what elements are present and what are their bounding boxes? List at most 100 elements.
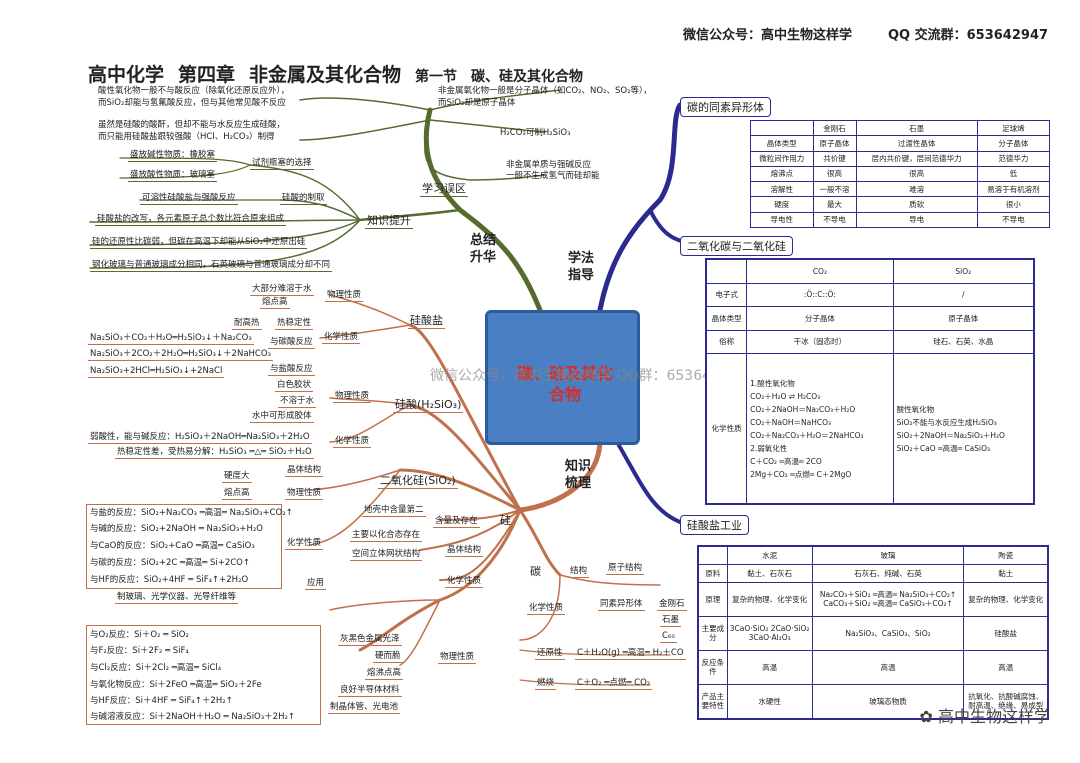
tisheng-4: 硅酸的制取	[280, 193, 327, 205]
table2-cell: 原子晶体	[892, 306, 1035, 331]
si-4: 与HF反应：Si＋4HF ═ SiF₄↑＋2H₂↑	[90, 696, 233, 706]
si-huaxue: 化学性质	[445, 576, 484, 588]
gsy-10: Na₂SiO₃+2HCl═H₂SiO₃↓+2NaCl	[88, 366, 225, 378]
table1-cell: 质软	[855, 196, 978, 213]
table1-cell: 低	[976, 165, 1051, 183]
table1-cell: 熔沸点	[750, 165, 814, 183]
c-tongsu: 同素异形体	[598, 599, 645, 611]
t2-sio2-line: SiO₂＋CaO ═高温═ CaSiO₃	[896, 443, 991, 453]
table1-cell: 难溶	[855, 181, 978, 198]
t2-co2-line: 1.酸性氧化物	[750, 378, 795, 388]
table3-cell: 3CaO·SiO₂ 2CaO·SiO₂ 3CaO·Al₂O₃	[726, 615, 813, 651]
watermark: 微信公众号：高中生物这样学 QQ群：653642947	[430, 368, 747, 384]
center-calendar-node: 碳、硅及其化合物	[485, 310, 640, 445]
si-zhuyao: 主要以化合态存在	[350, 530, 423, 542]
table1-head-0	[750, 119, 814, 137]
c-shimo: 石墨	[660, 615, 682, 627]
sio2-8: 与CaO的反应：SiO₂+CaO ═高温═ CaSiO₃	[90, 541, 255, 551]
t2-sio2-line: SiO₂不能与水反应生成H₂SiO₃	[896, 417, 997, 427]
table2-title: 二氧化碳与二氧化硅	[680, 236, 793, 256]
table2-cell: 电子式	[705, 282, 748, 307]
table1-head-3: 足球烯	[976, 119, 1051, 137]
table3-cell: 玻璃态物质	[811, 683, 965, 720]
sio2-9: 与碳的反应：SiO₂+2C ═高温═ Si+2CO↑	[90, 558, 250, 568]
table1-cell: 不导电	[812, 211, 857, 229]
t2-co2-line: CO₂＋Na₂CO₃＋H₂O＝2NaHCO₃	[750, 430, 864, 440]
si-6: 灰黑色金属光泽	[338, 634, 402, 646]
table3-cell: 黏土	[963, 563, 1048, 583]
c-ranshao: 燃烧	[535, 678, 557, 690]
table3-cell: 原料	[698, 563, 728, 583]
tisheng-5: 硅酸盐的改写，各元素原子总个数比符合原来组成	[95, 214, 287, 226]
table2-cell: 分子晶体	[746, 306, 894, 331]
wuqu-3: 而只能用硅酸盐跟较强酸（HCl、H₂CO₃）制得	[98, 132, 275, 142]
table2-cell: 干冰（固态时）	[746, 329, 894, 354]
wuqu-0: 酸性氧化物一般不与酸反应（除氧化还原反应外），	[98, 86, 290, 96]
node-tan: 碳	[530, 565, 541, 578]
table-row: 俗称干冰（固态时）硅石、石英、水晶	[705, 329, 1035, 354]
node-guisuanyan: 硅酸盐	[408, 314, 445, 329]
table3-cell: 高温	[726, 649, 813, 685]
t2-co2-line: 2.弱氧化性	[750, 443, 788, 453]
header-wechat: 微信公众号：高中生物这样学	[683, 28, 853, 43]
table3-cell: 产品主要特性	[698, 683, 728, 720]
table2-cell: 俗称	[705, 329, 748, 354]
gsy-3: 耐高热	[232, 318, 262, 330]
node-guisuan: 硅酸(H₂SiO₃)	[393, 398, 464, 413]
si-10: 制晶体管、光电池	[328, 702, 401, 714]
table1-cell: 溶解性	[750, 181, 814, 198]
t2-sio2-line: SiO₂＋2NaOH＝Na₂SiO₃＋H₂O	[896, 430, 1005, 440]
table3-cell: 黏土、石灰石	[726, 563, 813, 583]
gs-1: 不溶于水	[278, 396, 317, 408]
wuqu-5: 而SiO₂却是原子晶体	[438, 98, 516, 108]
sio2-1: 硬度大	[222, 471, 252, 483]
si-2: 与Cl₂反应：Si＋2Cl₂ ═高温═ SiCl₄	[90, 663, 222, 673]
table-row: 硬度最大质软很小	[750, 196, 1051, 213]
table-row: 产品主要特性水硬性玻璃态物质抗氧化、抗酸碱腐蚀、耐高温、绝缘、易成型	[698, 683, 1048, 720]
table2-head-1: CO₂	[746, 259, 894, 284]
table1-cell: 原子晶体	[812, 135, 857, 152]
gsy-0: 大部分难溶于水	[250, 284, 314, 296]
table2-head-0	[705, 259, 748, 284]
si-hanliang: 含量及存在	[433, 516, 480, 528]
gsy-9: Na₂SiO₃＋2CO₂＋2H₂O═H₂SiO₃↓＋2NaHCO₃	[88, 349, 273, 361]
wuqu-2: 虽然是硅酸的酸酐，但却不能与水反应生成硅酸，	[98, 120, 286, 130]
c-jingangshi: 金刚石	[657, 599, 687, 611]
table3-head-0	[698, 546, 728, 565]
tisheng-3: 可溶性硅酸盐与强酸反应	[140, 193, 238, 205]
table3-cell: Na₂SiO₃、CaSiO₃、SiO₂	[811, 615, 965, 651]
table1-cell: 很小	[976, 196, 1051, 213]
gs-3: 物理性质	[333, 391, 372, 403]
wuqu-1: 而SiO₂却能与氢氟酸反应，但与其他常见酸不反应	[98, 98, 286, 108]
table1-cell: 易溶于有机溶剂	[976, 181, 1051, 198]
table1-cell: 导电	[855, 211, 978, 229]
table1-cell: 很高	[855, 165, 978, 183]
sio2-4: 化学性质	[285, 538, 324, 550]
table3-cell: 水硬性	[726, 683, 813, 720]
table1-cell: 共价键	[812, 150, 857, 167]
gsy-6: 与盐酸反应	[268, 364, 315, 376]
wuqu-7: 非金属单质与强碱反应	[506, 160, 592, 170]
table1-cell: 很高	[812, 165, 857, 183]
c-eq-ranshao: C＋O₂ ═点燃═ CO₂	[575, 678, 653, 690]
page-title: 高中化学第四章非金属及其化合物第一节碳、硅及其化合物	[88, 64, 584, 86]
t2-chem-label: 化学性质	[705, 353, 748, 504]
sio2-eq-box: 与盐的反应：SiO₂+Na₂CO₃ ═高温═ Na₂SiO₃+CO₂↑ 与碱的反…	[86, 504, 293, 589]
si-jingti: 晶体结构	[445, 545, 484, 557]
node-eryang: 二氧化硅(SiO₂)	[378, 474, 458, 489]
table1-cell: 微粒间作用力	[750, 150, 814, 167]
table2-cell: /	[892, 282, 1035, 307]
table1-cell: 一般不溶	[812, 181, 857, 198]
sio2-11: 制玻璃、光学仪器、光导纤维等	[115, 592, 239, 604]
tisheng-7: 钢化玻璃与普通玻璃成分相同，石英玻璃与普通玻璃成分却不同	[90, 260, 333, 272]
sio2-0: 晶体结构	[285, 465, 324, 477]
table3-cell: 石灰石、纯碱、石英	[811, 563, 965, 583]
header-qq: QQ 交流群：653642947	[888, 28, 1049, 43]
tisheng-2: 试剂瓶塞的选择	[250, 158, 314, 170]
gsy-4: 热稳定性	[275, 318, 314, 330]
node-xuexi: 学习误区	[420, 182, 468, 197]
table1-cell: 分子晶体	[976, 135, 1051, 152]
